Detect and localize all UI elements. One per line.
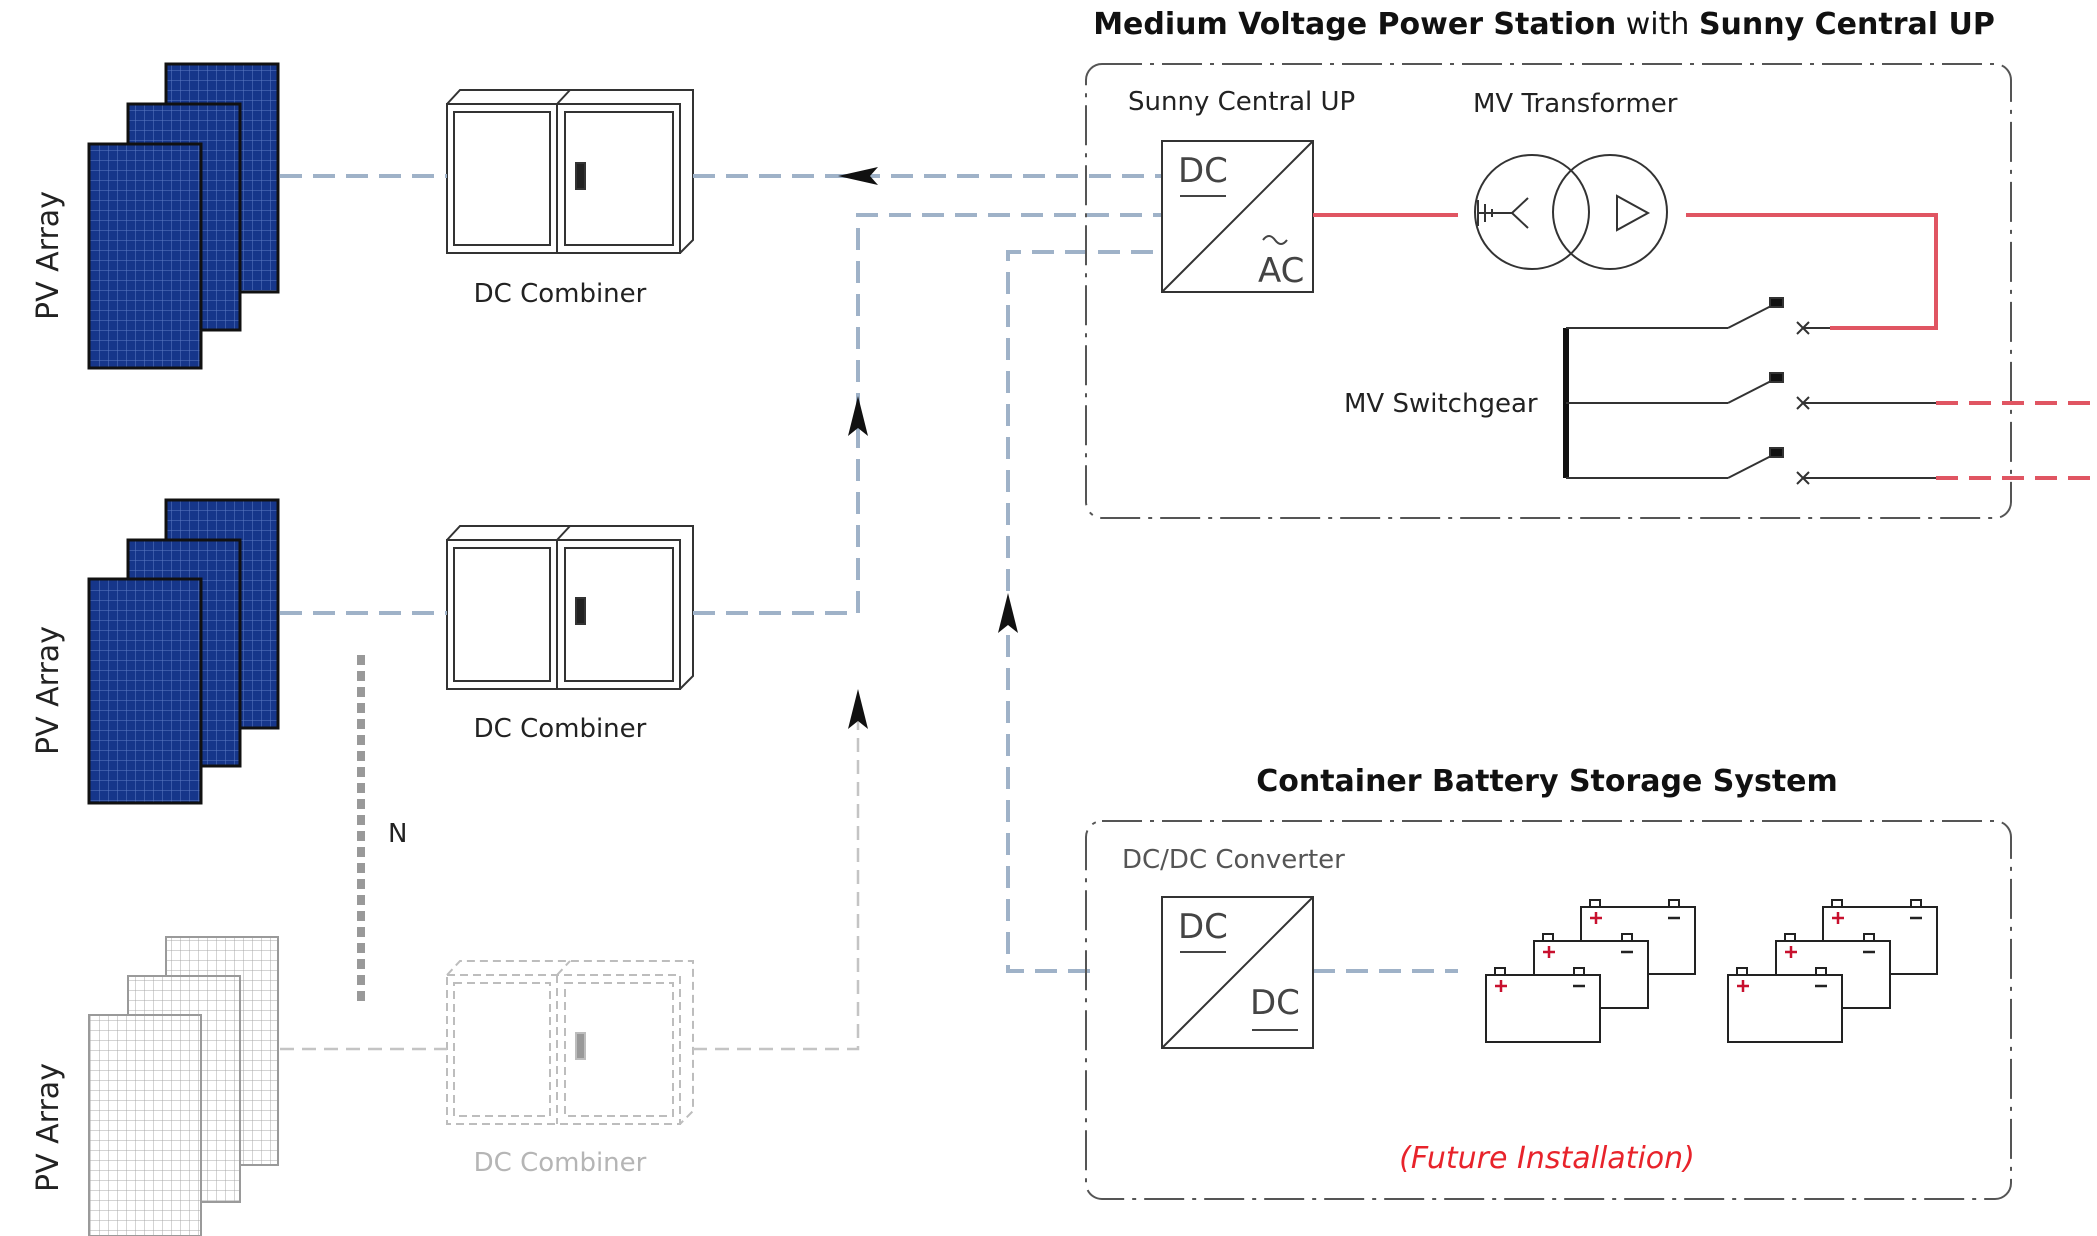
grid-output-lines (1936, 401, 2097, 480)
converter-dc-bottom-text: DC (1250, 983, 1300, 1023)
future-lines (280, 700, 860, 1051)
sunny-central-label: Sunny Central UP (1128, 87, 1355, 117)
arrow-up-icon (848, 396, 868, 436)
arrow-up-icon (848, 689, 868, 729)
battery-enclosure (1085, 820, 2012, 1200)
dc-combiner-label-3: DC Combiner (474, 1148, 647, 1178)
arrow-right-icon (838, 167, 878, 185)
future-installation-label: (Future Installation) (1399, 1141, 1695, 1176)
pv-array-label-2: PV Array (31, 626, 66, 755)
dcdc-converter-label: DC/DC Converter (1122, 845, 1345, 875)
dc-line-combiner2-inverter (693, 213, 1162, 615)
battery-group-2 (1727, 899, 1938, 1043)
battery-polarity-marks (1495, 912, 1922, 992)
arrow-up-icon (998, 593, 1018, 633)
dc-combiner-2 (446, 525, 694, 690)
inverter-symbol: DC AC (1161, 140, 1314, 293)
mv-switchgear-label: MV Switchgear (1344, 389, 1538, 419)
battery-group-1 (1485, 899, 1696, 1043)
ac-lines (1313, 213, 1938, 330)
flow-arrows (838, 167, 1018, 729)
inverter-dc-text: DC (1178, 151, 1228, 191)
battery-title: Container Battery Storage System (1256, 764, 1838, 799)
dc-combiner-label-1: DC Combiner (474, 279, 647, 309)
pv-array-3 (88, 936, 279, 1236)
n-marker-label: N (388, 819, 407, 849)
inverter-ac-text: AC (1258, 251, 1304, 291)
dc-combiner-1 (446, 89, 694, 254)
pv-array-1 (87, 62, 280, 370)
mvps-enclosure (1085, 63, 2012, 519)
mv-transformer-label: MV Transformer (1473, 89, 1678, 119)
tilde-icon (1262, 235, 1288, 245)
dcdc-converter-symbol: DC DC (1161, 896, 1314, 1049)
mvps-title: Medium Voltage Power Station with Sunny … (1093, 7, 1995, 42)
dc-combiner-3 (446, 960, 694, 1125)
mv-transformer-symbol (1474, 154, 1668, 270)
pv-array-label-1: PV Array (31, 191, 66, 320)
dc-combiner-label-2: DC Combiner (474, 714, 647, 744)
converter-dc-top-text: DC (1178, 907, 1228, 947)
pv-array-2 (87, 498, 280, 805)
mv-switchgear-symbol (1563, 297, 1936, 485)
pv-array-label-3: PV Array (31, 1063, 66, 1192)
